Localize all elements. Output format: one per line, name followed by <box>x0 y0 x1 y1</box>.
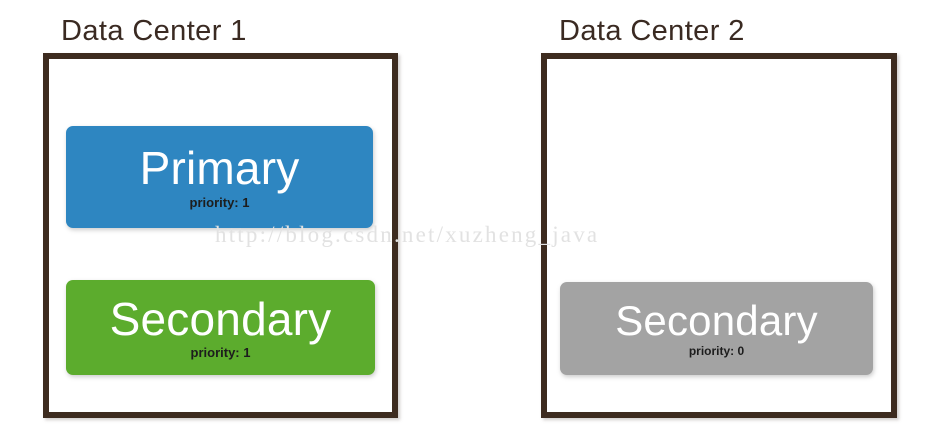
data-center-1-group: Data Center 1 Primary priority: 1 Second… <box>43 15 398 418</box>
data-center-2-title: Data Center 2 <box>559 15 745 47</box>
node-primary-dc1-label: Primary <box>139 141 300 194</box>
node-primary-dc1[interactable]: Primary priority: 1 <box>66 126 373 228</box>
node-primary-dc1-priority: priority: 1 <box>189 194 250 210</box>
data-center-2-group: Data Center 2 Secondary priority: 0 <box>541 15 897 418</box>
data-center-1-title: Data Center 1 <box>61 15 247 47</box>
node-secondary-dc2[interactable]: Secondary priority: 0 <box>560 282 873 375</box>
node-secondary-dc1-priority: priority: 1 <box>190 344 251 360</box>
node-secondary-dc2-priority: priority: 0 <box>688 343 745 358</box>
node-secondary-dc1-label: Secondary <box>109 292 332 345</box>
node-secondary-dc2-label: Secondary <box>615 296 818 344</box>
node-secondary-dc1[interactable]: Secondary priority: 1 <box>66 280 375 375</box>
